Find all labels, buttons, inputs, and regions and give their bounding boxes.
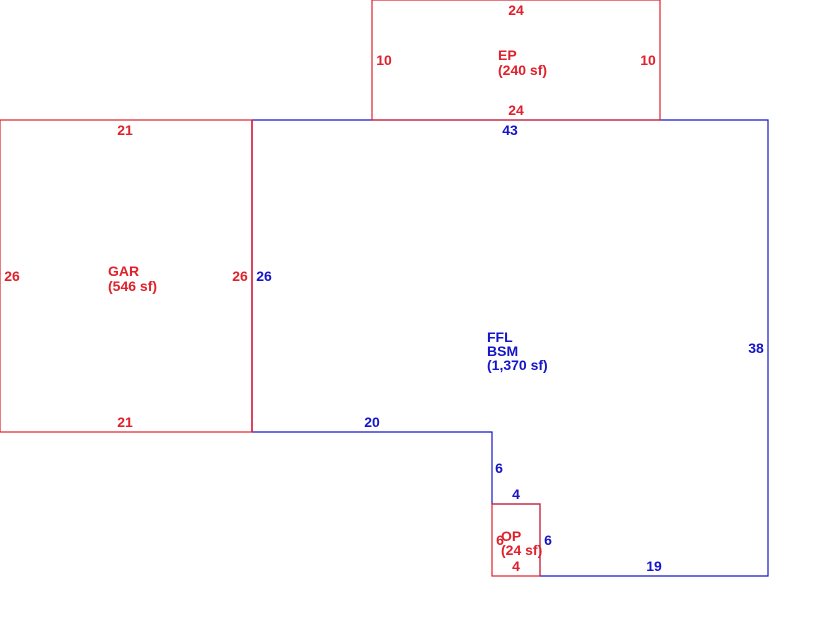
ep-area-label: (240 sf) <box>498 62 547 78</box>
op-right-dimension: 6 <box>544 532 552 548</box>
ep-outline <box>371 0 661 121</box>
ep-name-label: EP <box>498 47 517 63</box>
ep-right-dimension: 10 <box>640 52 656 68</box>
main-area-label: (1,370 sf) <box>487 357 548 373</box>
main-step-dimension: 6 <box>495 460 503 476</box>
op-top-dimension: 4 <box>512 486 520 502</box>
main-right-dimension: 38 <box>748 340 764 356</box>
main-left-dimension: 26 <box>256 268 272 284</box>
main-bottom-left-dimension: 20 <box>364 414 380 430</box>
gar-top-dimension: 21 <box>117 122 133 138</box>
ep-top-dimension: 24 <box>508 2 524 18</box>
gar-bottom-dimension: 21 <box>117 414 133 430</box>
main-name-line1: FFL <box>487 329 513 345</box>
op-name-label: OP <box>501 528 521 544</box>
main-top-dimension: 43 <box>502 122 518 138</box>
op-bottom-dimension: 4 <box>512 558 520 574</box>
ep-left-dimension: 10 <box>376 52 392 68</box>
main-name-line2: BSM <box>487 343 518 359</box>
gar-left-dimension: 26 <box>4 268 20 284</box>
garage-outline <box>0 119 253 433</box>
ep-bottom-dimension: 24 <box>508 102 524 118</box>
main-bottom-right-dimension: 19 <box>646 558 662 574</box>
gar-area-label: (546 sf) <box>108 278 157 294</box>
op-area-label: (24 sf) <box>501 542 542 558</box>
op-left-dimension: 6 <box>496 532 504 548</box>
op-outline <box>491 503 541 577</box>
gar-right-dimension: 26 <box>232 268 248 284</box>
gar-name-label: GAR <box>108 263 139 279</box>
